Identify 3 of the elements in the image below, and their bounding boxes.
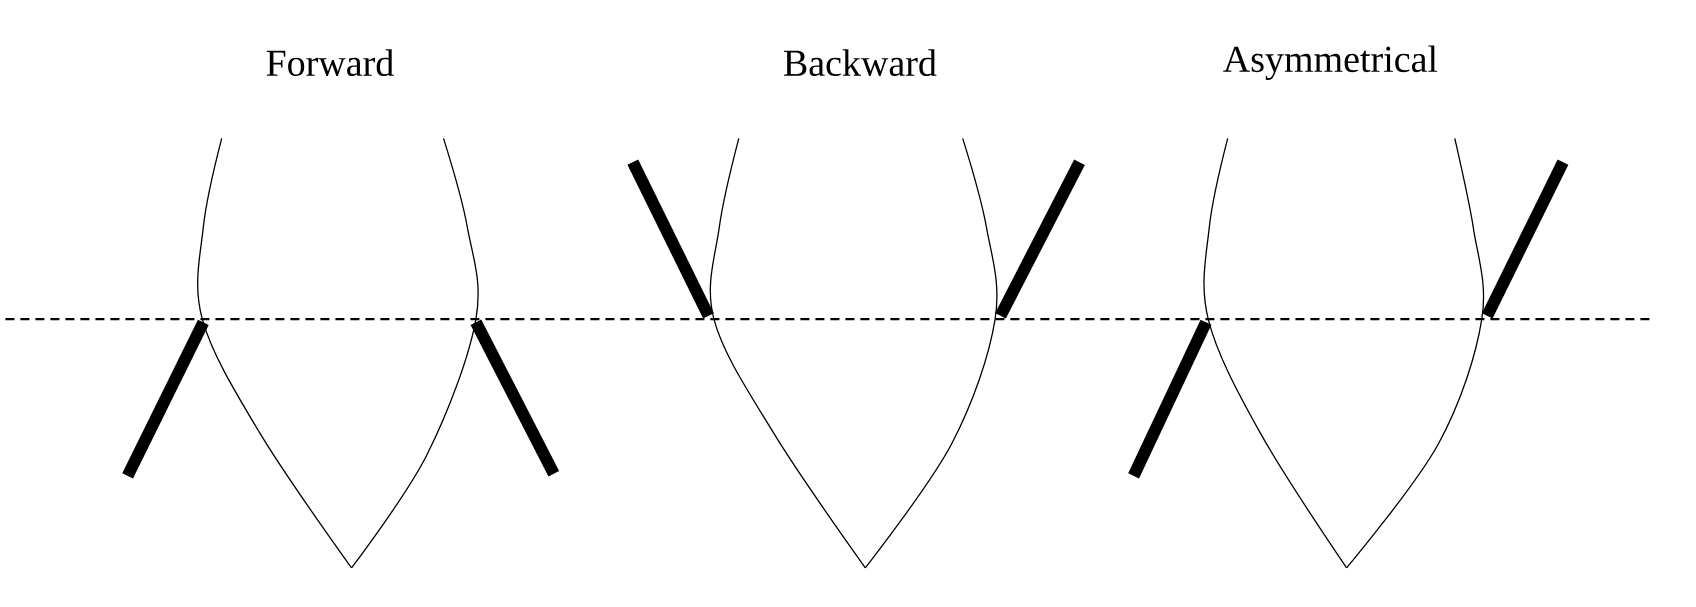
panel-title: Asymmetrical bbox=[1223, 45, 1438, 80]
panel-title: Backward bbox=[784, 49, 937, 77]
panel-title: Forward bbox=[266, 49, 394, 77]
